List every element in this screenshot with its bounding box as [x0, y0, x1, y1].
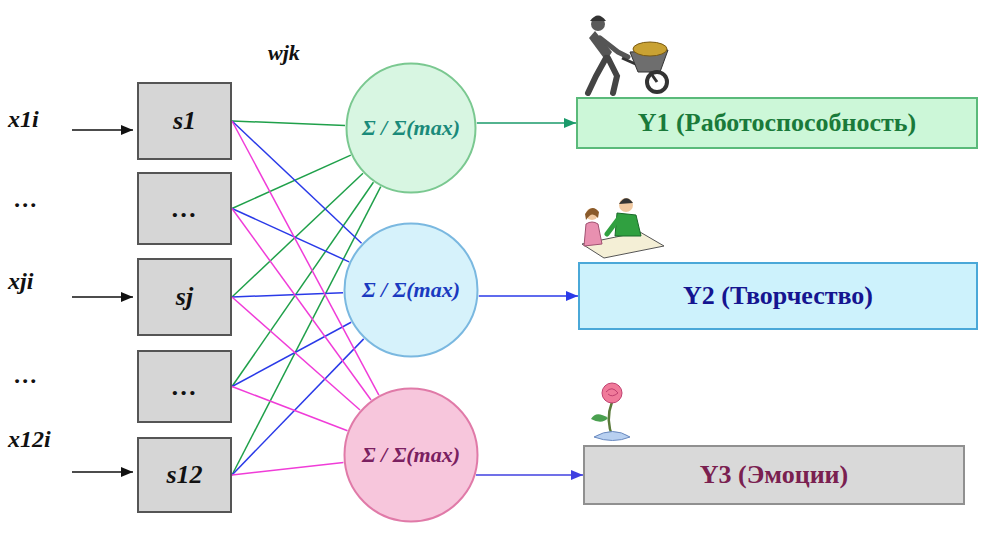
weight-connection	[232, 322, 351, 386]
woman-hair	[585, 208, 599, 220]
output-arrow	[477, 122, 576, 124]
input-arrow	[72, 129, 133, 131]
neuron-circle	[345, 224, 478, 357]
creative-illustration	[582, 198, 664, 258]
flower-base	[594, 432, 630, 441]
input-box: sj	[137, 258, 232, 336]
ellipsis-label: …	[14, 186, 38, 214]
flower-petal	[606, 389, 618, 396]
output-box: Y2 (Творчество)	[578, 262, 978, 330]
flower-bloom	[602, 383, 622, 403]
input-box: s12	[137, 437, 232, 513]
ellipsis-label: …	[14, 362, 38, 390]
output-arrow	[476, 474, 583, 476]
input-arrow	[72, 296, 133, 298]
box-label: s1	[173, 106, 196, 136]
weight-connection	[232, 209, 349, 262]
worker-leg	[588, 58, 606, 93]
weight-label: wjk	[268, 40, 300, 65]
worker-cap	[590, 16, 606, 22]
barrow-load	[633, 42, 667, 56]
output-box: Y3 (Эмоции)	[583, 445, 965, 505]
worker-arm	[600, 38, 628, 57]
input-label: x1i	[8, 106, 39, 134]
input-label: x12i	[8, 426, 51, 454]
weight-connection	[232, 121, 345, 125]
input-arrow	[72, 471, 133, 473]
neuron-formula: Σ / Σ(max)	[362, 277, 460, 302]
man-hair	[619, 198, 633, 204]
input-label: xji	[8, 268, 33, 296]
neuron-formula: Σ / Σ(max)	[362, 442, 460, 467]
woman-body	[584, 222, 602, 246]
weight-connection	[232, 121, 362, 243]
flower-leaf	[591, 414, 608, 422]
worker-illustration	[588, 16, 668, 94]
box-label: …	[172, 372, 198, 402]
sum-neuron: Σ / Σ(max)	[343, 387, 479, 523]
sum-neuron: Σ / Σ(max)	[343, 222, 479, 358]
weight-connection	[232, 155, 351, 208]
barrow-wheel	[647, 72, 667, 92]
weight-connection	[232, 387, 347, 431]
barrow-strut	[650, 72, 657, 82]
input-box: s1	[137, 82, 232, 160]
box-label: Y1 (Работоспособность)	[638, 108, 916, 138]
woman-head	[586, 208, 598, 220]
weight-connection	[232, 463, 343, 475]
man-arm	[607, 218, 619, 234]
neuron-formula: Σ / Σ(max)	[362, 115, 460, 140]
box-label: Y3 (Эмоции)	[700, 460, 849, 490]
sum-neuron: Σ / Σ(max)	[345, 62, 477, 194]
neuron-circle	[345, 389, 478, 522]
box-label: Y2 (Творчество)	[683, 281, 873, 311]
input-box: …	[137, 172, 232, 245]
man-head	[619, 198, 633, 212]
output-arrow	[479, 295, 578, 297]
input-box: …	[137, 350, 232, 423]
output-box: Y1 (Работоспособность)	[576, 97, 978, 149]
flower-illustration	[591, 383, 630, 441]
neuron-circle	[347, 64, 476, 193]
input-arrows	[72, 130, 133, 472]
box-label: …	[172, 194, 198, 224]
box-label: s12	[166, 460, 202, 490]
worker-leg	[608, 58, 617, 93]
box-label: sj	[176, 282, 193, 312]
